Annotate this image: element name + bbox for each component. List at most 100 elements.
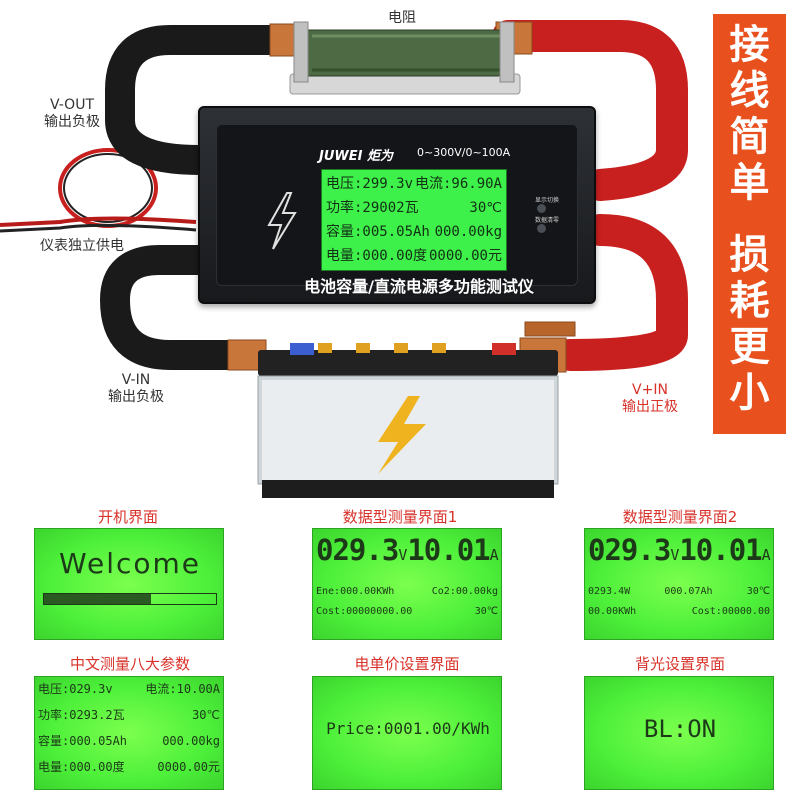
co2-value: Co2:00.00kg bbox=[431, 586, 498, 597]
banner-char: 接 bbox=[729, 22, 770, 68]
device-lcd: 电压:299.3v 电流:96.90A 功率:29002瓦 30℃ 容量:005… bbox=[321, 169, 507, 271]
wiring-diagram bbox=[0, 20, 688, 498]
capacity-value: 000.07Ah bbox=[664, 586, 713, 597]
banner-char: 耗 bbox=[729, 278, 770, 324]
lcd-data1-line2: Ene:000.00KWh Co2:00.00kg bbox=[313, 582, 501, 602]
panel-title-data1: 数据型测量界面1 bbox=[342, 508, 458, 526]
lcd-co2: 000.00kg bbox=[434, 224, 502, 240]
backlight-text: BL:ON bbox=[643, 715, 717, 743]
temp-value: 30℃ bbox=[746, 586, 770, 597]
device-title: 电池容量/直流电源多功能测试仪 bbox=[304, 277, 534, 296]
temp-value: 30℃ bbox=[192, 708, 220, 722]
vout-subtitle: 输出负极 bbox=[44, 114, 100, 130]
vout-title: V-OUT bbox=[49, 97, 95, 113]
vplus-title: V+IN bbox=[632, 382, 668, 398]
lcd-capacity: 容量:005.05Ah bbox=[326, 224, 430, 240]
switch-button[interactable] bbox=[537, 204, 546, 213]
black-cable-bottom bbox=[99, 245, 247, 370]
lcd-row: 功率:0293.2瓦 30℃ bbox=[35, 705, 223, 725]
energy-value: 电量:000.00度 bbox=[38, 760, 125, 774]
lcd-data2-line3: 00.00KWh Cost:00000.00 bbox=[585, 602, 773, 622]
panel-title-welcome: 开机界面 bbox=[97, 508, 158, 526]
vout-label: V-OUT 输出负极 bbox=[32, 97, 112, 131]
red-cable-bottom bbox=[554, 214, 688, 371]
big-current: 10.01A bbox=[407, 533, 499, 567]
power-wire bbox=[0, 216, 197, 227]
cost-value: Cost:00000000.00 bbox=[316, 606, 413, 617]
lcd-row: 电量:000.00度 0000.00元 bbox=[326, 244, 502, 268]
vplus-label: V+IN 输出正极 bbox=[608, 382, 692, 416]
lcd-energy: 电量:000.00度 bbox=[326, 248, 428, 264]
voltage-value: 电压:029.3v bbox=[38, 682, 113, 696]
button-label-clear: 数据清零 bbox=[535, 217, 560, 224]
meter-device: JUWEI 炬为 0~300V/0~100A 电压:299.3v 电流:96.9… bbox=[198, 106, 596, 304]
lcd-cost: 0000.00元 bbox=[428, 248, 502, 264]
lcd-price: Price:0001.00/KWh bbox=[312, 676, 502, 790]
panel-title-price: 电单价设置界面 bbox=[354, 655, 460, 673]
black-cable-top bbox=[105, 25, 303, 175]
lcd-data2-line2: 0293.4W 000.07Ah 30℃ bbox=[585, 582, 773, 602]
lcd-backlight: BL:ON bbox=[584, 676, 774, 790]
lcd-data1-line3: Cost:00000000.00 30℃ bbox=[313, 602, 501, 622]
lcd-row: 容量:000.05Ah 000.00kg bbox=[35, 731, 223, 751]
capacity-value: 容量:000.05Ah bbox=[38, 734, 128, 748]
lcd-chinese: 电压:029.3v 电流:10.00A 功率:0293.2瓦 30℃ 容量:00… bbox=[34, 676, 224, 790]
cost-value: Cost:00000.00 bbox=[691, 606, 770, 617]
banner-char: 损 bbox=[729, 232, 770, 278]
big-voltage: 029.3V bbox=[588, 533, 680, 567]
temp-value: 30℃ bbox=[474, 606, 498, 617]
banner-char: 更 bbox=[729, 324, 770, 370]
progress-bar bbox=[43, 593, 217, 605]
energy-value: Ene:000.00KWh bbox=[316, 586, 395, 597]
resistor-label: 电阻 bbox=[388, 10, 416, 26]
lcd-row: 容量:005.05Ah 000.00kg bbox=[326, 220, 502, 244]
lcd-data1: 029.3V 10.01A Ene:000.00KWh Co2:00.00kg … bbox=[312, 528, 502, 640]
product-illustration: 电阻 V-OUT 输出负极 仪表独立供电 V-IN 输出负极 V+IN 输出正极… bbox=[0, 10, 786, 498]
big-current: 10.01A bbox=[679, 533, 771, 567]
lcd-voltage: 电压:299.3v bbox=[326, 176, 414, 192]
brand-logo: JUWEI 炬为 bbox=[319, 149, 393, 164]
lcd-data1-main: 029.3V 10.01A bbox=[313, 533, 501, 572]
panel-title-chinese: 中文测量八大参数 bbox=[69, 655, 190, 673]
lcd-current: 电流:96.90A bbox=[414, 176, 502, 192]
battery bbox=[257, 343, 559, 498]
banner-char: 简 bbox=[729, 114, 770, 160]
cost-value: 0000.00元 bbox=[157, 760, 220, 774]
vin-subtitle: 输出负极 bbox=[108, 389, 164, 405]
lcd-row: 功率:29002瓦 30℃ bbox=[326, 196, 502, 220]
banner-char: 线 bbox=[729, 68, 770, 114]
lcd-row: 电量:000.00度 0000.00元 bbox=[35, 757, 223, 777]
lcd-row: 电压:029.3v 电流:10.00A bbox=[35, 679, 223, 699]
red-cable-top bbox=[492, 20, 688, 201]
lightning-icon bbox=[267, 192, 297, 250]
lcd-data2-main: 029.3V 10.01A bbox=[585, 533, 773, 572]
progress-fill bbox=[44, 594, 151, 604]
big-voltage: 029.3V bbox=[316, 533, 408, 567]
clear-button[interactable] bbox=[537, 224, 546, 233]
lcd-row: 电压:299.3v 电流:96.90A bbox=[326, 172, 502, 196]
banner-char: 单 bbox=[729, 160, 770, 206]
banner-char: 小 bbox=[729, 370, 770, 416]
vin-label: V-IN 输出负极 bbox=[96, 372, 176, 406]
vplus-subtitle: 输出正极 bbox=[622, 399, 678, 415]
lcd-data2: 029.3V 10.01A 0293.4W 000.07Ah 30℃ 00.00… bbox=[584, 528, 774, 640]
range-text: 0~300V/0~100A bbox=[417, 146, 511, 159]
power-label: 仪表独立供电 bbox=[40, 238, 124, 254]
copper-end bbox=[524, 321, 576, 337]
power-value: 0293.4W bbox=[588, 586, 631, 597]
lcd-welcome: Welcome bbox=[34, 528, 224, 640]
price-text: Price:0001.00/KWh bbox=[326, 719, 490, 738]
lcd-temp: 30℃ bbox=[469, 200, 502, 216]
feature-banner: 接 线 简 单 损 耗 更 小 bbox=[713, 14, 786, 434]
panel-title-data2: 数据型测量界面2 bbox=[622, 508, 738, 526]
current-value: 电流:10.00A bbox=[145, 682, 220, 696]
power-value: 功率:0293.2瓦 bbox=[38, 708, 125, 722]
meter-face: JUWEI 炬为 0~300V/0~100A 电压:299.3v 电流:96.9… bbox=[216, 124, 578, 296]
button-label-switch: 显示切换 bbox=[535, 197, 560, 204]
energy-value: 00.00KWh bbox=[588, 606, 637, 617]
vin-title: V-IN bbox=[121, 372, 151, 388]
co2-value: 000.00kg bbox=[162, 734, 220, 748]
panel-title-backlight: 背光设置界面 bbox=[634, 655, 725, 673]
welcome-text: Welcome bbox=[58, 547, 202, 580]
resistor bbox=[289, 21, 521, 95]
